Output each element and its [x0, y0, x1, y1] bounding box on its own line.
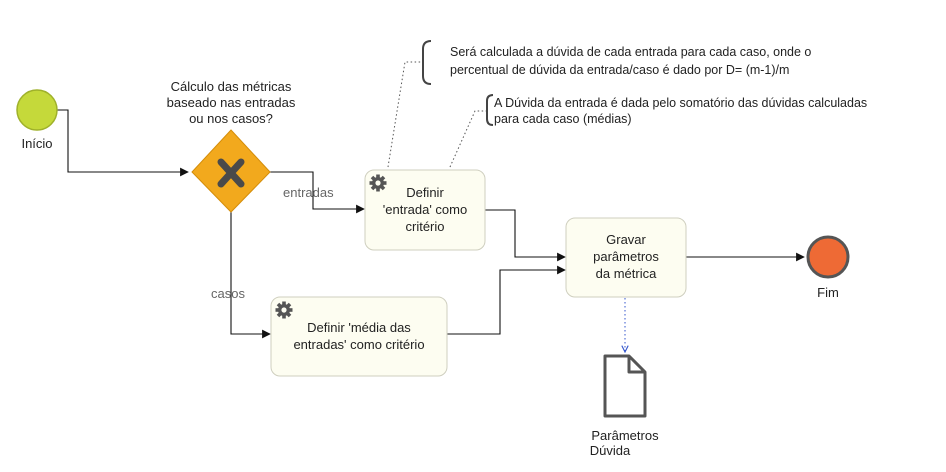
flow-label-casos: casos: [211, 286, 245, 301]
association-note-case: [387, 61, 421, 168]
task-define-input-line: Definir: [406, 185, 444, 200]
flow-start-to-gateway[interactable]: [57, 109, 189, 177]
annotation-input-doubt[interactable]: A Dúvida da entrada é dada pelo somatóri…: [486, 94, 867, 126]
annotation-case-doubt-line: percentual de dúvida da entrada/caso é d…: [450, 63, 789, 77]
task-define-average-line: entradas' como critério: [293, 337, 424, 352]
data-object-label-line: Parâmetros: [591, 428, 659, 443]
gear-icon: [369, 174, 387, 192]
end-event[interactable]: [806, 235, 850, 279]
task-save-params[interactable]: Gravar parâmetros da métrica: [565, 217, 687, 298]
annotation-input-doubt-line: A Dúvida da entrada é dada pelo somatóri…: [494, 96, 867, 110]
task-define-input-line: critério: [405, 219, 444, 234]
gateway-question: Cálculo das métricas baseado nas entrada…: [167, 79, 296, 126]
start-event-label: Início: [21, 136, 52, 151]
association-note-input: [449, 110, 486, 168]
annotation-case-doubt[interactable]: Será calculada a dúvida de cada entrada …: [422, 40, 811, 85]
annotation-input-doubt-line: para cada caso (médias): [494, 112, 632, 126]
x-icon: [217, 158, 245, 188]
document-icon: [603, 354, 647, 418]
task-save-params-line: Gravar: [606, 232, 646, 247]
task-define-input[interactable]: Definir 'entrada' como critério: [364, 169, 486, 251]
gear-icon: [275, 301, 293, 319]
start-event[interactable]: [16, 89, 58, 131]
gateway-question-line: baseado nas entradas: [167, 95, 296, 110]
task-save-params-line: da métrica: [596, 266, 657, 281]
flow-label-entradas: entradas: [283, 185, 334, 200]
end-event-label: Fim: [817, 285, 839, 300]
flow-define-input-to-save[interactable]: [485, 209, 566, 262]
task-define-input-line: 'entrada' como: [383, 202, 467, 217]
flow-define-average-to-save[interactable]: [447, 265, 566, 335]
sequence-flows: [57, 109, 805, 339]
flow-gateway-to-define-average[interactable]: [230, 210, 271, 339]
gateway-question-line: Cálculo das métricas: [171, 79, 292, 94]
annotation-case-doubt-line: Será calculada a dúvida de cada entrada …: [450, 45, 811, 59]
data-object-parameters[interactable]: Parâmetros Dúvida: [590, 354, 659, 458]
task-define-average[interactable]: Definir 'média das entradas' como critér…: [270, 296, 448, 377]
flow-gateway-to-define-input[interactable]: [268, 171, 365, 214]
task-save-params-line: parâmetros: [593, 249, 659, 264]
exclusive-gateway[interactable]: [191, 129, 271, 213]
gateway-question-line: ou nos casos?: [189, 111, 273, 126]
task-define-average-line: Definir 'média das: [307, 320, 411, 335]
data-object-label-line: Dúvida: [590, 443, 631, 458]
